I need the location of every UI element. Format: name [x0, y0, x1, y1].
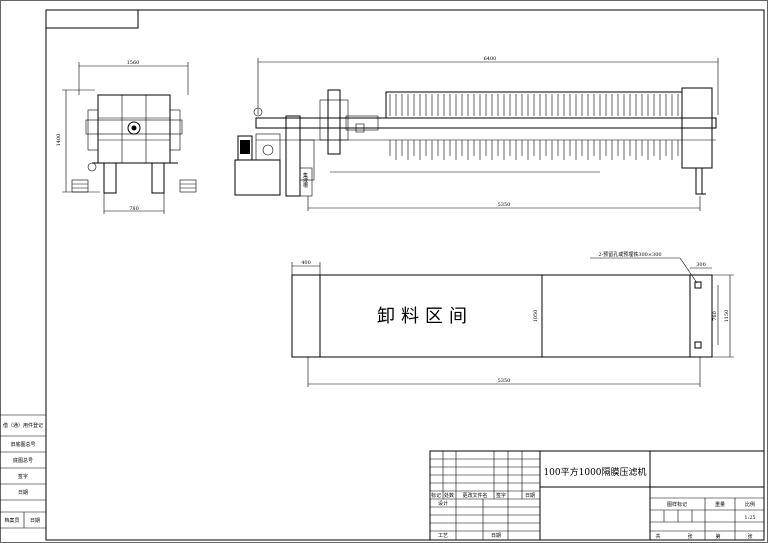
sheet-label: 张 — [687, 533, 692, 540]
rev-label-4: 签字 — [496, 492, 506, 499]
ratio-label: 比例 — [745, 501, 755, 508]
dim-plan-depth: 1050 — [533, 310, 539, 323]
stamp-row-6: 档案员 — [4, 517, 19, 524]
dim-plan-outer: 1150 — [724, 310, 730, 323]
drawing-title: 100平方1000隔膜压滤机 — [543, 466, 646, 478]
plan-note: 2-预留孔或预埋铁300×300 — [598, 251, 661, 258]
design-label: 设计 — [438, 500, 448, 507]
rev-label-3: 更改文件名 — [462, 492, 487, 499]
process-label: 工艺 — [438, 533, 448, 539]
scale-value: 1:25 — [744, 515, 755, 521]
title-block: 标记 处数 更改文件名 签字 日期 设计 工艺 日期 100平方1000隔膜压滤… — [429, 450, 765, 541]
dim-front-base: 780 — [129, 206, 139, 212]
unload-area-box — [319, 274, 543, 358]
dim-side-length: 6400 — [484, 56, 497, 62]
stage-label: 图样标记 — [667, 501, 687, 508]
stamp-row-5: 日期 — [18, 490, 28, 496]
side-note: 集液槽 — [302, 172, 308, 189]
rev-label-1: 标记 — [431, 492, 441, 499]
filter-plates-top — [389, 94, 679, 116]
stamp-row-4: 签字 — [18, 473, 28, 480]
stamp-row-1: 借（通）用件登记 — [3, 422, 43, 429]
dim-plan-inner: 760 — [712, 311, 718, 321]
dim-front-width: 1560 — [127, 60, 140, 66]
stamp-row-3: 底图总号 — [13, 457, 33, 464]
dim-plan-length: 5350 — [498, 378, 511, 384]
frame-border — [45, 9, 765, 541]
front-view: 1560 1400 780 — [56, 60, 197, 214]
plan-view: 400 卸料区间 1050 2-预留孔或预埋铁300×300 300 760 1… — [291, 251, 734, 387]
left-stamp: 借（通）用件登记 旧底图总号 底图总号 签字 日期 档案员 日期 — [0, 414, 46, 529]
top-left-tag — [45, 9, 139, 29]
stamp-date: 日期 — [30, 518, 40, 524]
sheet-total-label: 共 — [655, 533, 660, 540]
unload-area-label: 卸料区间 — [377, 306, 473, 327]
weight-label: 重量 — [715, 501, 725, 508]
rev-label-5: 日期 — [525, 493, 535, 499]
dim-plan-left: 400 — [301, 260, 311, 266]
dim-front-height: 1400 — [56, 134, 62, 147]
sheet-label-2: 张 — [747, 533, 752, 540]
date-label: 日期 — [491, 533, 501, 539]
side-view: 6400 集液槽 — [234, 56, 719, 211]
rev-label-2: 处数 — [444, 492, 454, 499]
sheet-no-label: 第 — [715, 533, 720, 540]
dim-plan-right: 300 — [696, 262, 706, 268]
dim-side-base: 5350 — [498, 202, 511, 208]
filter-plates-bottom — [389, 140, 679, 160]
stamp-row-2: 旧底图总号 — [10, 441, 35, 448]
